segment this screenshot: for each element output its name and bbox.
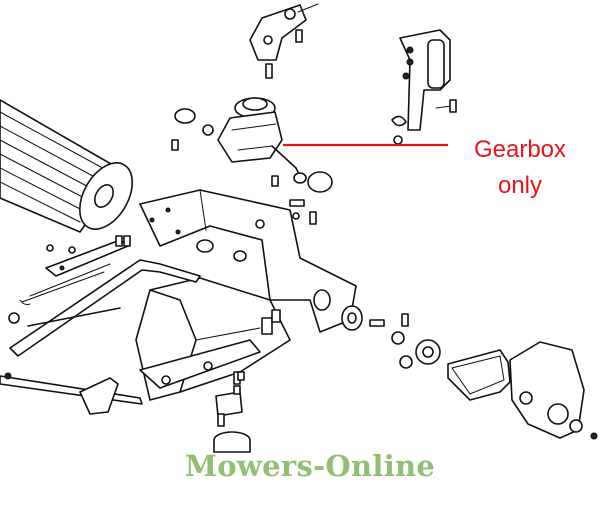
fasteners [237,199,317,381]
chain-drive [341,305,511,401]
linkage-rods [0,235,201,415]
chassis-frame [139,189,357,333]
cutting-deck [135,277,291,401]
upper-bracket [249,3,319,79]
gearbox-only-label: Gearbox only [473,136,567,199]
blade-hub [213,371,251,453]
lever-assembly [391,29,457,145]
chain-guard [509,341,598,440]
mowers-online-watermark: Mowers-Online [184,449,436,483]
rear-roller [0,99,134,233]
gearbox [171,97,333,193]
